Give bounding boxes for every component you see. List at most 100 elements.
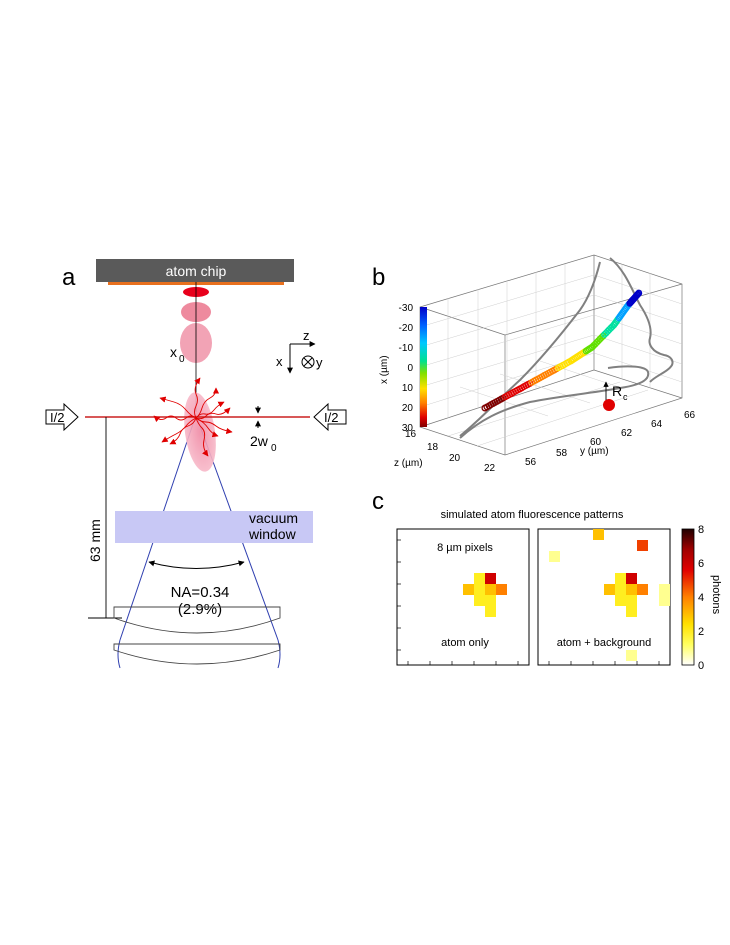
lens-lower bbox=[113, 643, 281, 665]
heatmap-cell bbox=[485, 595, 496, 606]
x-tick: 30 bbox=[402, 423, 414, 434]
rc-label: R bbox=[612, 383, 622, 399]
heatmap-cells bbox=[463, 529, 670, 661]
heatmap-ticks bbox=[397, 539, 660, 665]
z-tick: 20 bbox=[449, 453, 461, 464]
y-tick: 60 bbox=[590, 437, 602, 448]
projection-bottom bbox=[459, 365, 650, 439]
heatmap-cell bbox=[474, 595, 485, 606]
y-tick: 62 bbox=[621, 428, 633, 439]
panel-c-label: c bbox=[372, 488, 384, 515]
heatmap-cell bbox=[485, 573, 496, 584]
heatmap-cell bbox=[626, 650, 637, 661]
x-axis-label: x (µm) bbox=[379, 355, 390, 384]
na-label: NA=0.34 bbox=[171, 584, 230, 601]
colorbar-label: photons bbox=[710, 575, 722, 615]
heatmap-cell bbox=[485, 584, 496, 595]
axis-z-label: z bbox=[303, 328, 310, 343]
waist-label: 2w bbox=[250, 433, 269, 449]
into-page-icon bbox=[301, 355, 315, 369]
x0-label: x bbox=[170, 344, 177, 360]
projection-side bbox=[609, 257, 674, 383]
colorbar-tick: 2 bbox=[698, 626, 704, 638]
colorbar-tick: 8 bbox=[698, 524, 704, 536]
heatmap-cell bbox=[593, 529, 604, 540]
heatmap-cell bbox=[637, 584, 648, 595]
na-percent: (2.9%) bbox=[178, 601, 222, 618]
heatmap-cell bbox=[485, 606, 496, 617]
y-tick: 64 bbox=[651, 419, 663, 430]
x-tick: -10 bbox=[399, 343, 414, 354]
panel-a: a atom chip x 0 z x y I/2 bbox=[45, 259, 347, 669]
heatmap-cell bbox=[615, 595, 626, 606]
heatmap-cell bbox=[615, 573, 626, 584]
scattered-photons bbox=[153, 377, 233, 457]
panel-b: b bbox=[372, 254, 696, 474]
heatmap-cell bbox=[626, 573, 637, 584]
beam-right-arrow bbox=[313, 402, 347, 432]
na-arc bbox=[148, 560, 245, 569]
z-axis-ticks: 16 18 20 22 bbox=[405, 429, 496, 474]
panel-b-label: b bbox=[372, 264, 385, 291]
colorbar-tick: 6 bbox=[698, 558, 704, 570]
atom-chip bbox=[96, 259, 294, 282]
beam-left-label: I/2 bbox=[50, 410, 64, 425]
vacuum-window-line2: window bbox=[248, 526, 297, 542]
heatmap-atom-only bbox=[396, 528, 530, 666]
z-tick: 18 bbox=[427, 442, 439, 453]
elongated-atom-cloud bbox=[184, 392, 216, 472]
heatmap-cell bbox=[659, 584, 670, 595]
heatmap-cell bbox=[463, 584, 474, 595]
x-axis-colorbar bbox=[420, 307, 427, 427]
vacuum-window-line1: vacuum bbox=[249, 510, 298, 526]
y-tick: 58 bbox=[556, 448, 568, 459]
projection-back bbox=[459, 261, 601, 437]
y-tick: 56 bbox=[525, 457, 537, 468]
axis-x-label: x bbox=[276, 354, 283, 369]
photons-colorbar bbox=[681, 528, 695, 666]
heatmap-cell bbox=[474, 573, 485, 584]
x-tick: 10 bbox=[402, 383, 414, 394]
atom-trajectory bbox=[481, 289, 643, 412]
y-axis-label: y (µm) bbox=[580, 446, 609, 457]
x-tick: 20 bbox=[402, 403, 414, 414]
plot-3d-grid bbox=[419, 264, 683, 447]
heatmap-cell bbox=[604, 584, 615, 595]
x-tick: 0 bbox=[407, 363, 413, 374]
heatmap-cell bbox=[637, 540, 648, 551]
x-tick: -20 bbox=[399, 323, 414, 334]
z-tick: 22 bbox=[484, 463, 496, 474]
x0-subscript: 0 bbox=[179, 354, 185, 365]
axis-y-label: y bbox=[316, 355, 323, 370]
heatmap-cell bbox=[615, 584, 626, 595]
vacuum-window bbox=[115, 511, 313, 543]
z-tick: 16 bbox=[405, 429, 417, 440]
panel-a-label: a bbox=[62, 264, 76, 291]
heatmap-cell bbox=[474, 584, 485, 595]
beam-right-label: I/2 bbox=[324, 410, 338, 425]
x-tick: -30 bbox=[399, 303, 414, 314]
x-axis-ticks: -30 -20 -10 0 10 20 30 bbox=[399, 303, 414, 434]
y-tick: 66 bbox=[684, 410, 696, 421]
trajectory-point bbox=[634, 290, 642, 298]
heatmap-cell bbox=[626, 584, 637, 595]
rc-subscript: c bbox=[623, 392, 628, 402]
y-axis-ticks: 56 58 60 62 64 66 bbox=[525, 410, 696, 468]
heatmap-cell bbox=[549, 551, 560, 562]
lens-upper bbox=[113, 606, 281, 634]
panel-c-title: simulated atom fluorescence patterns bbox=[441, 509, 624, 521]
atom-only-label: atom only bbox=[441, 637, 489, 649]
trajectory-point bbox=[635, 289, 643, 297]
waist-subscript: 0 bbox=[271, 443, 277, 454]
atom-background-label: atom + background bbox=[557, 637, 651, 649]
atom-chip-label: atom chip bbox=[166, 263, 227, 279]
trajectory-point bbox=[633, 291, 641, 299]
heatmap-cell bbox=[626, 595, 637, 606]
rc-endpoint-marker bbox=[603, 399, 615, 411]
beam-left-arrow bbox=[45, 402, 79, 432]
heatmap-cell bbox=[496, 584, 507, 595]
heatmap-cell bbox=[626, 606, 637, 617]
heatmap-cell bbox=[659, 595, 670, 606]
colorbar-ticks: 0 2 4 6 8 bbox=[698, 524, 704, 672]
